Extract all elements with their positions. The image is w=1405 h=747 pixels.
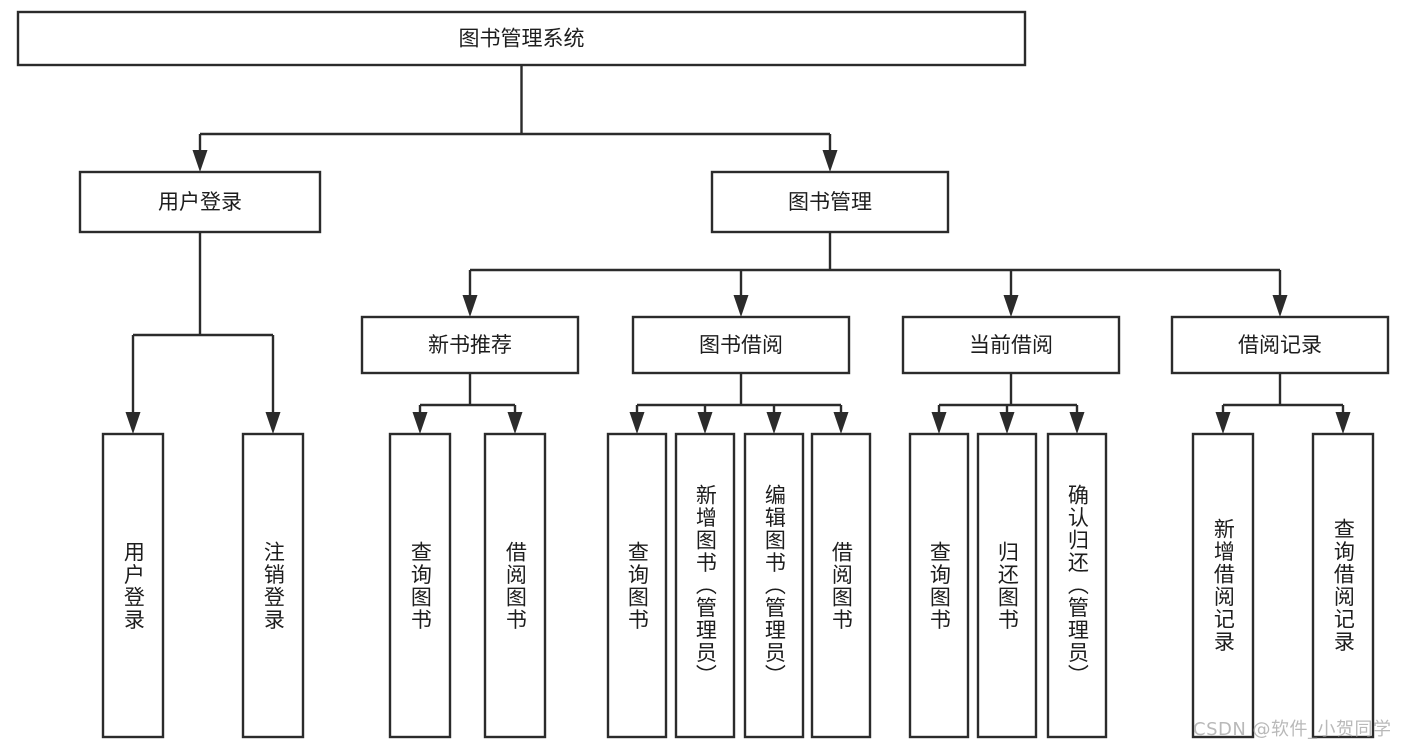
node-leaf-add-book-rect[interactable] (674, 432, 736, 739)
node-leaf-query-book-3-rect[interactable] (908, 432, 970, 739)
node-leaf-return-book[interactable] (976, 432, 1038, 739)
node-new-book-rec-label: 新书推荐 (428, 333, 512, 357)
csdn-watermark: CSDN @软件_小贺同学 (1193, 719, 1392, 740)
node-root-label: 图书管理系统 (459, 27, 585, 51)
c-bookmanage-arrow-1 (733, 295, 749, 317)
node-leaf-edit-book[interactable] (743, 432, 805, 739)
node-leaf-user-logout-rect[interactable] (241, 432, 305, 739)
node-leaf-return-book-rect[interactable] (976, 432, 1038, 739)
c-book-borrow-arrow-3 (833, 412, 849, 434)
c-current-borrow-arrow-2 (1069, 412, 1085, 434)
node-leaf-confirm-return[interactable] (1046, 432, 1108, 739)
c-userlogin-arrow-1 (265, 412, 281, 434)
node-current-borrow[interactable]: 当前借阅 (901, 315, 1121, 375)
node-leaf-query-book-2-rect[interactable] (606, 432, 668, 739)
node-root-rect[interactable] (16, 10, 1027, 67)
node-current-borrow-label: 当前借阅 (969, 333, 1053, 357)
node-new-book-rec[interactable]: 新书推荐 (360, 315, 580, 375)
node-user-login[interactable]: 用户登录 (78, 170, 322, 234)
node-book-borrow-label: 图书借阅 (699, 333, 783, 357)
c-root-arrow-0 (192, 150, 208, 172)
c-current-borrow-arrow-0 (931, 412, 947, 434)
c-new-book-rec-arrow-1 (507, 412, 523, 434)
node-leaf-borrow-book-2-rect[interactable] (810, 432, 872, 739)
node-leaf-user-logout[interactable] (241, 432, 305, 739)
node-leaf-add-book[interactable] (674, 432, 736, 739)
c-current-borrow-arrow-1 (999, 412, 1015, 434)
node-leaf-query-book-1[interactable] (388, 432, 452, 739)
c-bookmanage-arrow-0 (462, 295, 478, 317)
node-borrow-record-rect[interactable] (1170, 315, 1390, 375)
node-leaf-user-login[interactable] (101, 432, 165, 739)
node-current-borrow-rect[interactable] (901, 315, 1121, 375)
node-book-manage[interactable]: 图书管理 (710, 170, 950, 234)
c-bookmanage-arrow-2 (1003, 295, 1019, 317)
node-user-login-label: 用户登录 (158, 190, 242, 214)
node-root[interactable]: 图书管理系统 (16, 10, 1027, 67)
node-borrow-record[interactable]: 借阅记录 (1170, 315, 1390, 375)
node-leaf-add-record[interactable] (1191, 432, 1255, 739)
c-borrow-record-arrow-0 (1215, 412, 1231, 434)
node-book-manage-rect[interactable] (710, 170, 950, 234)
node-leaf-borrow-book-2[interactable] (810, 432, 872, 739)
node-leaf-query-book-2[interactable] (606, 432, 668, 739)
c-bookmanage-arrow-3 (1272, 295, 1288, 317)
node-leaf-add-record-rect[interactable] (1191, 432, 1255, 739)
c-new-book-rec-arrow-0 (412, 412, 428, 434)
node-borrow-record-label: 借阅记录 (1238, 333, 1322, 357)
c-root-arrow-1 (822, 150, 838, 172)
c-borrow-record-arrow-1 (1335, 412, 1351, 434)
node-book-borrow-rect[interactable] (631, 315, 851, 375)
c-userlogin-arrow-0 (125, 412, 141, 434)
node-leaf-borrow-book-1-rect[interactable] (483, 432, 547, 739)
node-user-login-rect[interactable] (78, 170, 322, 234)
node-leaf-user-login-rect[interactable] (101, 432, 165, 739)
c-book-borrow-arrow-1 (697, 412, 713, 434)
node-leaf-query-book-1-rect[interactable] (388, 432, 452, 739)
node-book-manage-label: 图书管理 (788, 190, 872, 214)
node-leaf-query-record[interactable] (1311, 432, 1375, 739)
node-book-borrow[interactable]: 图书借阅 (631, 315, 851, 375)
node-leaf-borrow-book-1[interactable] (483, 432, 547, 739)
node-leaf-confirm-return-rect[interactable] (1046, 432, 1108, 739)
node-leaf-edit-book-rect[interactable] (743, 432, 805, 739)
c-book-borrow-arrow-2 (766, 412, 782, 434)
node-leaf-query-record-rect[interactable] (1311, 432, 1375, 739)
connector-layer (125, 65, 1351, 434)
node-leaf-query-book-3[interactable] (908, 432, 970, 739)
node-new-book-rec-rect[interactable] (360, 315, 580, 375)
c-book-borrow-arrow-0 (629, 412, 645, 434)
